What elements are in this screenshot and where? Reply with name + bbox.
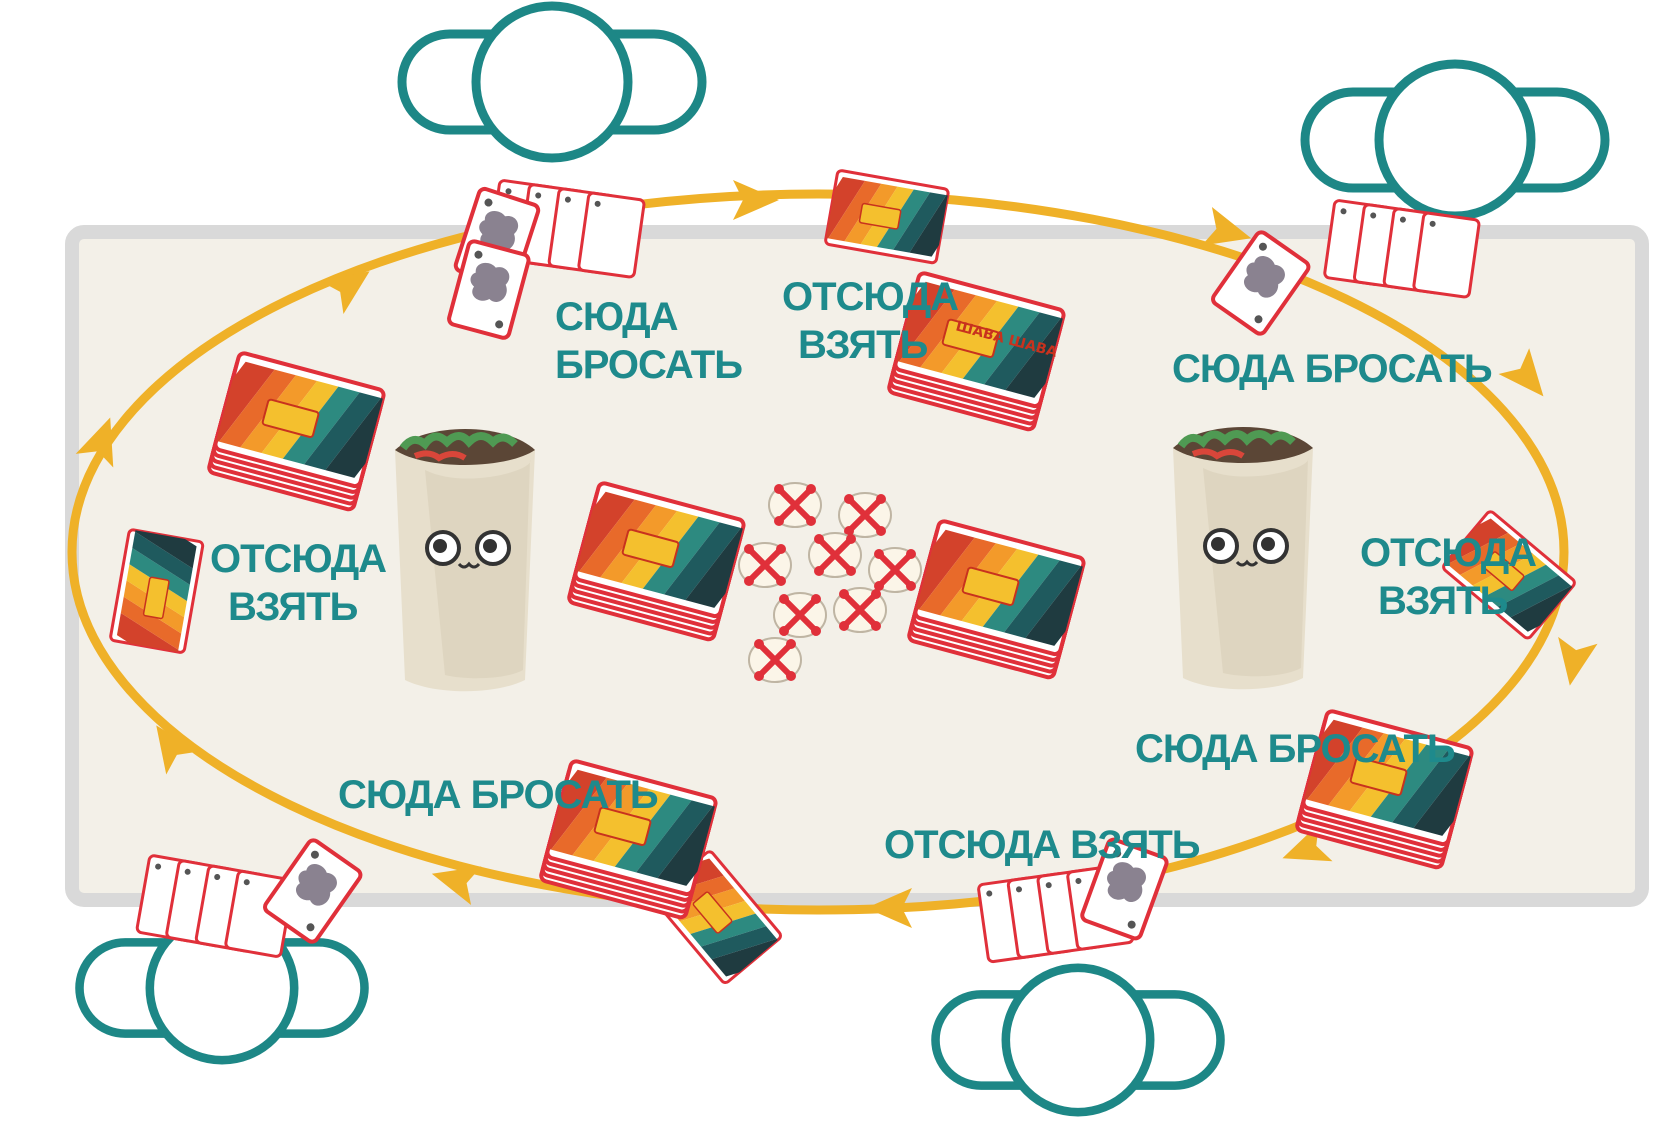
label-line: ВЗЯТЬ: [228, 585, 358, 629]
player-seat-icon: [402, 6, 702, 158]
shawarma-mascot-icon: [1173, 427, 1313, 689]
player-seat-icon: [936, 968, 1221, 1112]
label-line: СЮДА: [555, 295, 678, 339]
label-line: БРОСАТЬ: [555, 343, 742, 387]
label-drop-top-right: СЮДА БРОСАТЬ: [1172, 347, 1492, 391]
label-line: ВЗЯТЬ: [1378, 579, 1508, 623]
label-line: ОТСЮДА: [210, 537, 386, 581]
label-take-bottom: ОТСЮДА ВЗЯТЬ: [884, 823, 1200, 867]
label-line: ВЗЯТЬ: [798, 323, 928, 367]
label-drop-right: СЮДА БРОСАТЬ: [1135, 727, 1455, 771]
player-seat-icon: [1305, 64, 1605, 216]
label-line: ОТСЮДА: [1360, 531, 1536, 575]
label-drop-bottom-left: СЮДА БРОСАТЬ: [338, 773, 658, 817]
label-line: ОТСЮДА: [782, 275, 958, 319]
shawarma-mascot-icon: [395, 429, 535, 691]
